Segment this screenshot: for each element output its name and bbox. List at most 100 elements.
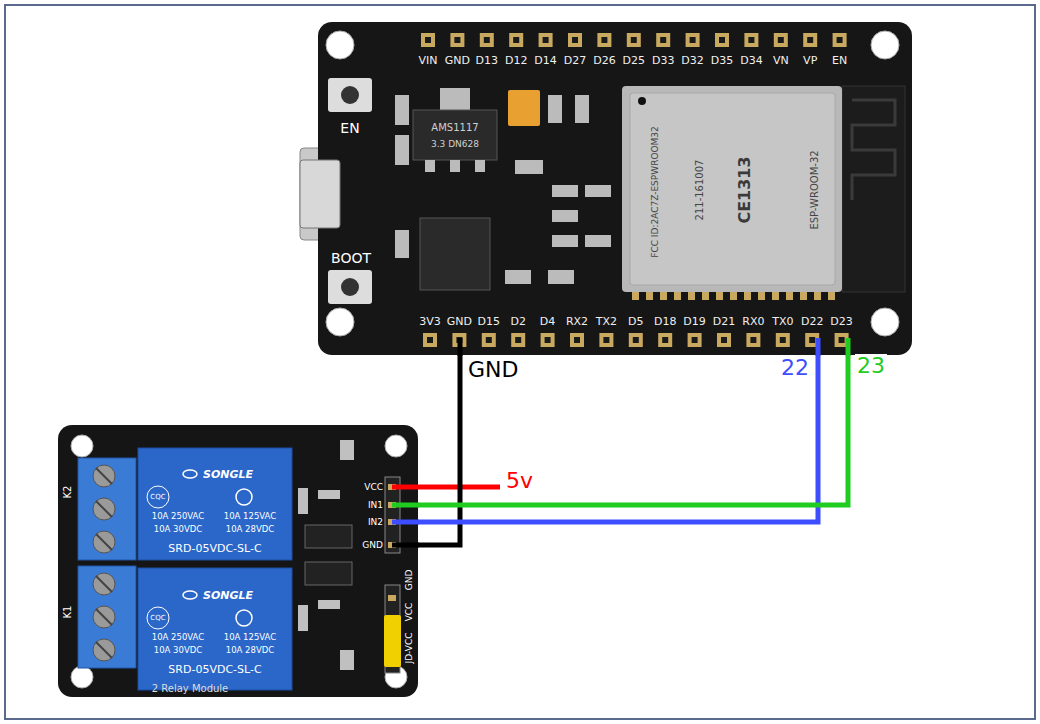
button-label: BOOT [331,251,371,265]
cqc-logo [147,486,169,508]
mounting-hole [326,31,354,59]
rating-label: 10A 250VAC [152,512,204,521]
smd-part [552,235,578,247]
rating-label: 10A 28VDC [226,646,274,655]
button-label: EN [340,121,359,135]
regulator-chip: AMS11173.3 DN628 [413,110,497,160]
relay-ref: K1 [63,606,73,619]
smd-part [548,95,562,123]
wifi-module [622,86,842,292]
pin-label: D2 [510,316,525,327]
antenna [842,86,905,292]
mounting-hole [326,308,354,336]
module-marking: CE1313 [737,156,753,223]
antenna-trace [852,100,895,200]
boot-button [328,270,372,304]
led [340,440,354,460]
smd-part [585,185,611,197]
pin-label: D23 [830,316,852,327]
gpio22-wire [392,520,419,525]
regulator-chip [413,110,497,160]
diode [298,605,308,631]
pin-label: D4 [540,316,555,327]
gpio22-wire [816,338,821,356]
pin-label: D25 [623,55,645,66]
relay [138,448,292,560]
relay: SONGLECQC10A 250VAC10A 125VAC10A 30VDC10… [138,568,292,690]
gnd-wire [458,338,463,356]
wifi-module: FCC ID:2AC7Z-ESPWROOM32CE1313211-161007E… [622,86,842,292]
pin-label: IN2 [368,518,383,527]
gpio23-wire [392,503,419,508]
power-label: 5v [504,469,535,493]
pin-label: TX2 [596,316,617,327]
pin-label: D35 [711,55,733,66]
pin-label: D18 [654,316,676,327]
relay [138,568,292,690]
led [340,650,354,670]
pin-header [423,333,852,347]
pin-label: D26 [593,55,615,66]
relay-ref: K2 [63,486,73,499]
smd-part [318,490,340,499]
pin-label: EN [832,55,847,66]
smd-part [395,95,409,125]
page-frame [5,5,1035,719]
pin-header [385,585,400,673]
pin-label: D33 [652,55,674,66]
pin-label: D5 [628,316,643,327]
pin-label: D22 [801,316,823,327]
rating-label: 10A 250VAC [152,633,204,642]
smd-part [395,230,409,258]
part-number: SRD-05VDC-SL-C [168,664,261,675]
capacitor [508,90,540,126]
pin-label: D12 [505,55,527,66]
mounting-hole [71,666,93,688]
smd-part [585,235,611,247]
smd-part [575,95,589,123]
gnd-wire [418,355,460,545]
boot-button [341,278,359,296]
chip-marking: 3.3 DN628 [431,140,479,149]
ul-logo [236,610,252,626]
pin-header [421,33,850,47]
regulator-leg [475,160,485,172]
pin-label: GND [362,541,383,550]
module-shield [630,93,835,285]
relay-module: K2K1VCCIN1IN2GNDJD-VCCVCCGND2 Relay Modu… [58,425,418,697]
pin-label: D32 [681,55,703,66]
pin-label: D34 [740,55,762,66]
pin-label: VIN [419,55,438,66]
smd-part [515,160,543,174]
optocoupler [305,562,352,585]
mounting-hole [71,435,93,457]
brand-label: SONGLE [203,590,253,601]
smd-part [552,185,578,197]
en-button [341,86,359,104]
cqc-logo [147,607,169,629]
smd-part [552,210,578,222]
screw-slot [96,468,112,658]
pin-label: IN1 [368,501,383,510]
pin-hole [425,37,850,43]
songle-logo [183,470,197,478]
vcc-wire [392,485,500,490]
esp32-board: VINGNDD13D12D14D27D26D25D33D32D35D34VNVP… [318,22,912,355]
diode [298,488,308,514]
header-pin [388,595,396,601]
gnd-wire [392,543,419,548]
usb-serial-chip [420,218,490,290]
pin-label: GND [445,55,470,66]
part-number: SRD-05VDC-SL-C [168,543,261,554]
optocoupler [305,525,352,548]
gpio23-wire [846,338,851,356]
pin-label: VN [773,55,789,66]
smd-part [318,600,340,609]
pin-label: VCC [405,603,414,622]
wire-label: 22 [779,356,811,380]
smd-part [505,270,531,284]
usb-connector [300,160,340,228]
module-marking: ESP-WROOM-32 [810,150,820,229]
